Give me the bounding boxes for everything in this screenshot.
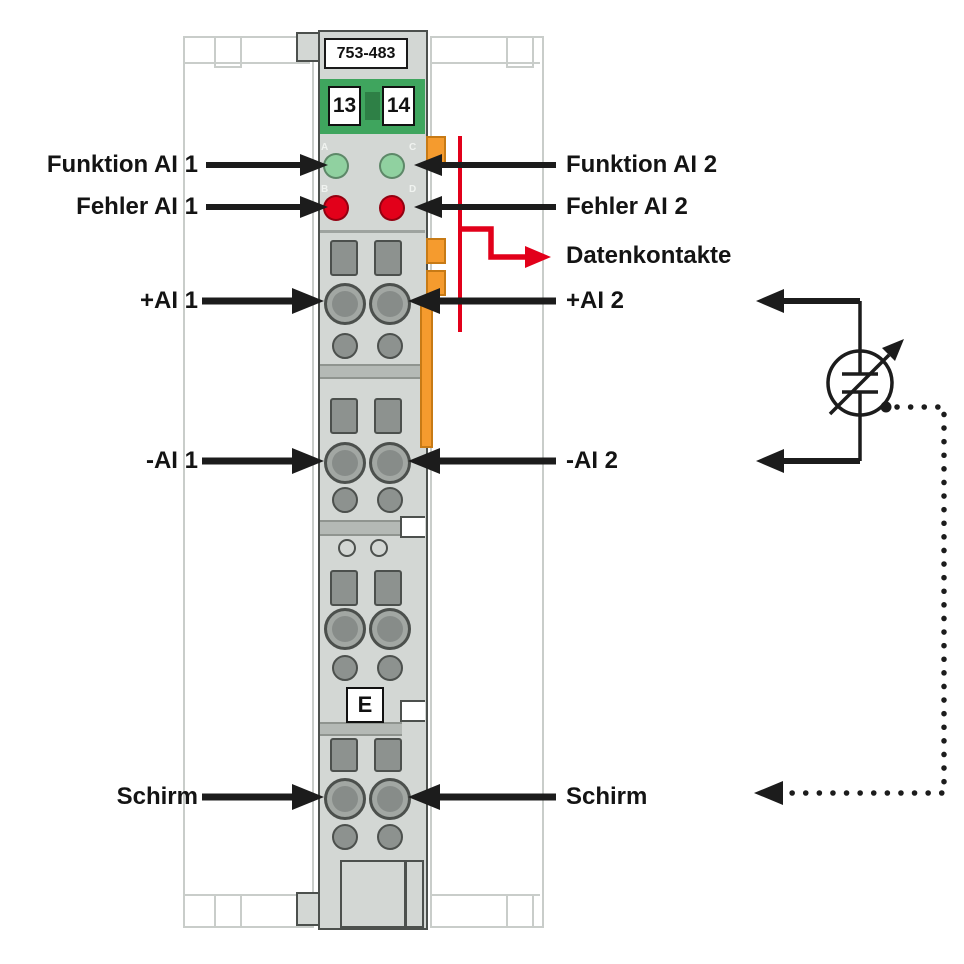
- test-contact: [332, 824, 358, 850]
- terminal-minus-ai1: [324, 442, 366, 484]
- housing-notch: [400, 516, 425, 538]
- release-latch: [340, 860, 424, 928]
- label-plus-ai-2: +AI 2: [566, 287, 625, 314]
- label-minus-ai-2: -AI 2: [566, 447, 619, 474]
- terminal-unused: [369, 608, 411, 650]
- label-minus-ai-1: -AI 1: [145, 447, 198, 474]
- ghost-right-bottom-tab: [506, 894, 534, 928]
- io-module: 753-483 13 14 A C B D: [318, 30, 428, 930]
- data-contact-tab: [426, 136, 446, 164]
- terminal-unused: [324, 608, 366, 650]
- module-top-tab: [296, 32, 320, 62]
- ghost-module-right: [430, 36, 544, 928]
- latch-line: [404, 862, 407, 926]
- housing-rib: [320, 722, 402, 736]
- test-contact: [332, 655, 358, 681]
- cage-clamp-slot: [330, 398, 358, 434]
- junction-dot: [880, 401, 892, 413]
- housing-rib: [320, 364, 425, 379]
- test-contact: [377, 824, 403, 850]
- data-contact-tab: [426, 238, 446, 264]
- label-funktion-ai-2: Funktion AI 2: [566, 151, 718, 178]
- cage-clamp-slot: [374, 398, 402, 434]
- terminal-schirm-1: [324, 778, 366, 820]
- ghost-right-top-line: [430, 62, 540, 64]
- ghost-left-bottom-tab: [214, 894, 242, 928]
- led-label-b: B: [321, 184, 329, 195]
- cage-clamp-slot: [330, 240, 358, 276]
- module-bottom-tab: [296, 892, 320, 926]
- cage-clamp-slot: [374, 240, 402, 276]
- fixing-hole: [338, 539, 356, 557]
- ghost-left-top-tab: [214, 36, 242, 68]
- led-fehler-ai1: [323, 195, 349, 221]
- label-schirm-left: Schirm: [116, 783, 198, 810]
- led-fehler-ai2: [379, 195, 405, 221]
- cage-clamp-slot: [330, 570, 358, 606]
- label-schirm-right: Schirm: [566, 783, 648, 810]
- ghost-left-bottom-line: [183, 894, 310, 896]
- led-funktion-ai1: [323, 153, 349, 179]
- terminal-plus-ai1: [324, 283, 366, 325]
- test-contact: [377, 655, 403, 681]
- housing-notch: [400, 700, 425, 722]
- led-label-c: C: [409, 142, 417, 153]
- led-label-a: A: [321, 142, 329, 153]
- ghost-right-bottom-line: [430, 894, 540, 896]
- variable-capacitor-sensor-symbol: [826, 339, 904, 417]
- label-fehler-ai-1: Fehler AI 1: [76, 193, 198, 220]
- data-contact-tab: [426, 270, 446, 296]
- section-divider: [320, 230, 425, 233]
- led-funktion-ai2: [379, 153, 405, 179]
- cage-clamp-slot: [374, 570, 402, 606]
- test-contact: [377, 333, 403, 359]
- cage-clamp-slot: [374, 738, 402, 772]
- earth-terminal-label: E: [346, 687, 384, 723]
- terminal-plus-ai2: [369, 283, 411, 325]
- ghost-left-top-line: [183, 62, 310, 64]
- test-contact: [332, 487, 358, 513]
- test-contact: [377, 487, 403, 513]
- connector-slot: [365, 92, 380, 120]
- module-id-label: 753-483: [324, 38, 408, 69]
- fixing-hole: [370, 539, 388, 557]
- data-contact-marker-line: [458, 136, 462, 332]
- ghost-right-top-tab: [506, 36, 534, 68]
- test-contact: [332, 333, 358, 359]
- terminal-number-14: 14: [382, 86, 415, 126]
- power-jumper-contact: [420, 300, 433, 448]
- terminal-number-13: 13: [328, 86, 361, 126]
- label-datenkontakte: Datenkontakte: [566, 242, 732, 269]
- label-funktion-ai-1: Funktion AI 1: [46, 151, 198, 178]
- label-fehler-ai-2: Fehler AI 2: [566, 193, 688, 220]
- sensor-circuit: [754, 289, 947, 805]
- terminal-schirm-2: [369, 778, 411, 820]
- terminal-minus-ai2: [369, 442, 411, 484]
- housing-rib: [320, 520, 402, 536]
- bus-connector: 13 14: [320, 79, 425, 134]
- ghost-module-left: [183, 36, 314, 928]
- cage-clamp-slot: [330, 738, 358, 772]
- label-plus-ai-1: +AI 1: [139, 287, 198, 314]
- led-label-d: D: [409, 184, 417, 195]
